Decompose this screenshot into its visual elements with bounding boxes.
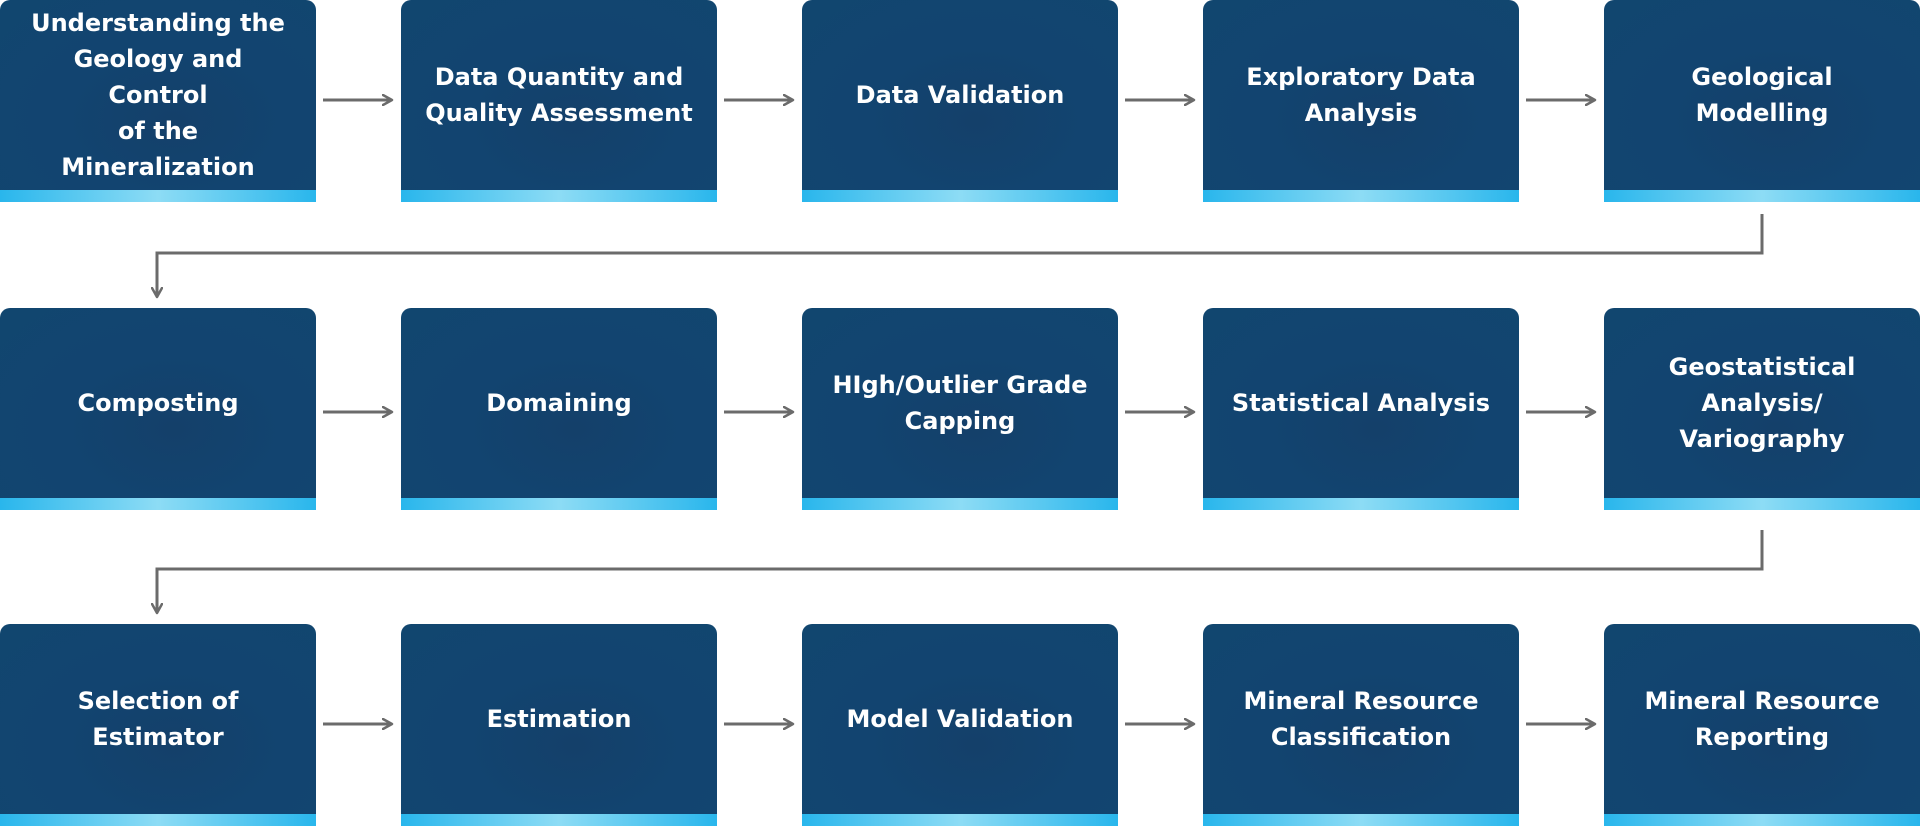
step-resource-classification: Mineral Resource Classification: [1203, 624, 1519, 826]
step-data-quantity-quality: Data Quantity and Quality Assessment: [401, 0, 717, 202]
step-accent-bar: [1203, 190, 1519, 202]
arrow-wrap: [157, 530, 1764, 613]
step-accent-bar: [1604, 814, 1920, 826]
step-accent-bar: [0, 498, 316, 510]
step-statistical-analysis: Statistical Analysis: [1203, 308, 1519, 510]
step-accent-bar: [1203, 814, 1519, 826]
step-accent-bar: [401, 190, 717, 202]
step-accent-bar: [401, 498, 717, 510]
step-composting: Composting: [0, 308, 316, 510]
step-accent-bar: [1604, 498, 1920, 510]
step-label: Estimation: [486, 705, 632, 733]
step-domaining: Domaining: [401, 308, 717, 510]
step-exploratory-data-analysis: Exploratory Data Analysis: [1203, 0, 1519, 202]
step-accent-bar: [401, 814, 717, 826]
step-label: Geological Modelling: [1691, 63, 1833, 127]
step-label: Selection of Estimator: [77, 687, 239, 751]
step-accent-bar: [1203, 498, 1519, 510]
step-geostatistical-analysis: Geostatistical Analysis/ Variography: [1604, 308, 1920, 510]
step-label: Data Validation: [855, 81, 1065, 109]
step-geological-modelling: Geological Modelling: [1604, 0, 1920, 202]
step-label: Mineral Resource Reporting: [1644, 687, 1880, 751]
step-label: HIgh/Outlier Grade Capping: [832, 371, 1088, 435]
step-accent-bar: [802, 498, 1118, 510]
step-model-validation: Model Validation: [802, 624, 1118, 826]
step-label: Data Quantity and Quality Assessment: [425, 63, 693, 127]
step-grade-capping: HIgh/Outlier Grade Capping: [802, 308, 1118, 510]
step-label: Geostatistical Analysis/ Variography: [1668, 353, 1856, 453]
step-label: Exploratory Data Analysis: [1246, 63, 1476, 127]
step-accent-bar: [802, 814, 1118, 826]
step-data-validation: Data Validation: [802, 0, 1118, 202]
step-accent-bar: [1604, 190, 1920, 202]
step-accent-bar: [0, 814, 316, 826]
step-label: Domaining: [486, 389, 632, 417]
step-accent-bar: [0, 190, 316, 202]
step-label: Understanding the Geology and Control of…: [31, 9, 285, 181]
step-estimation: Estimation: [401, 624, 717, 826]
arrow-wrap: [157, 214, 1764, 297]
step-label: Statistical Analysis: [1231, 389, 1491, 417]
step-understanding-geology: Understanding the Geology and Control of…: [0, 0, 316, 202]
step-label: Composting: [77, 389, 239, 417]
step-resource-reporting: Mineral Resource Reporting: [1604, 624, 1920, 826]
step-label: Mineral Resource Classification: [1243, 687, 1479, 751]
step-label: Model Validation: [846, 705, 1074, 733]
step-accent-bar: [802, 190, 1118, 202]
step-selection-of-estimator: Selection of Estimator: [0, 624, 316, 826]
